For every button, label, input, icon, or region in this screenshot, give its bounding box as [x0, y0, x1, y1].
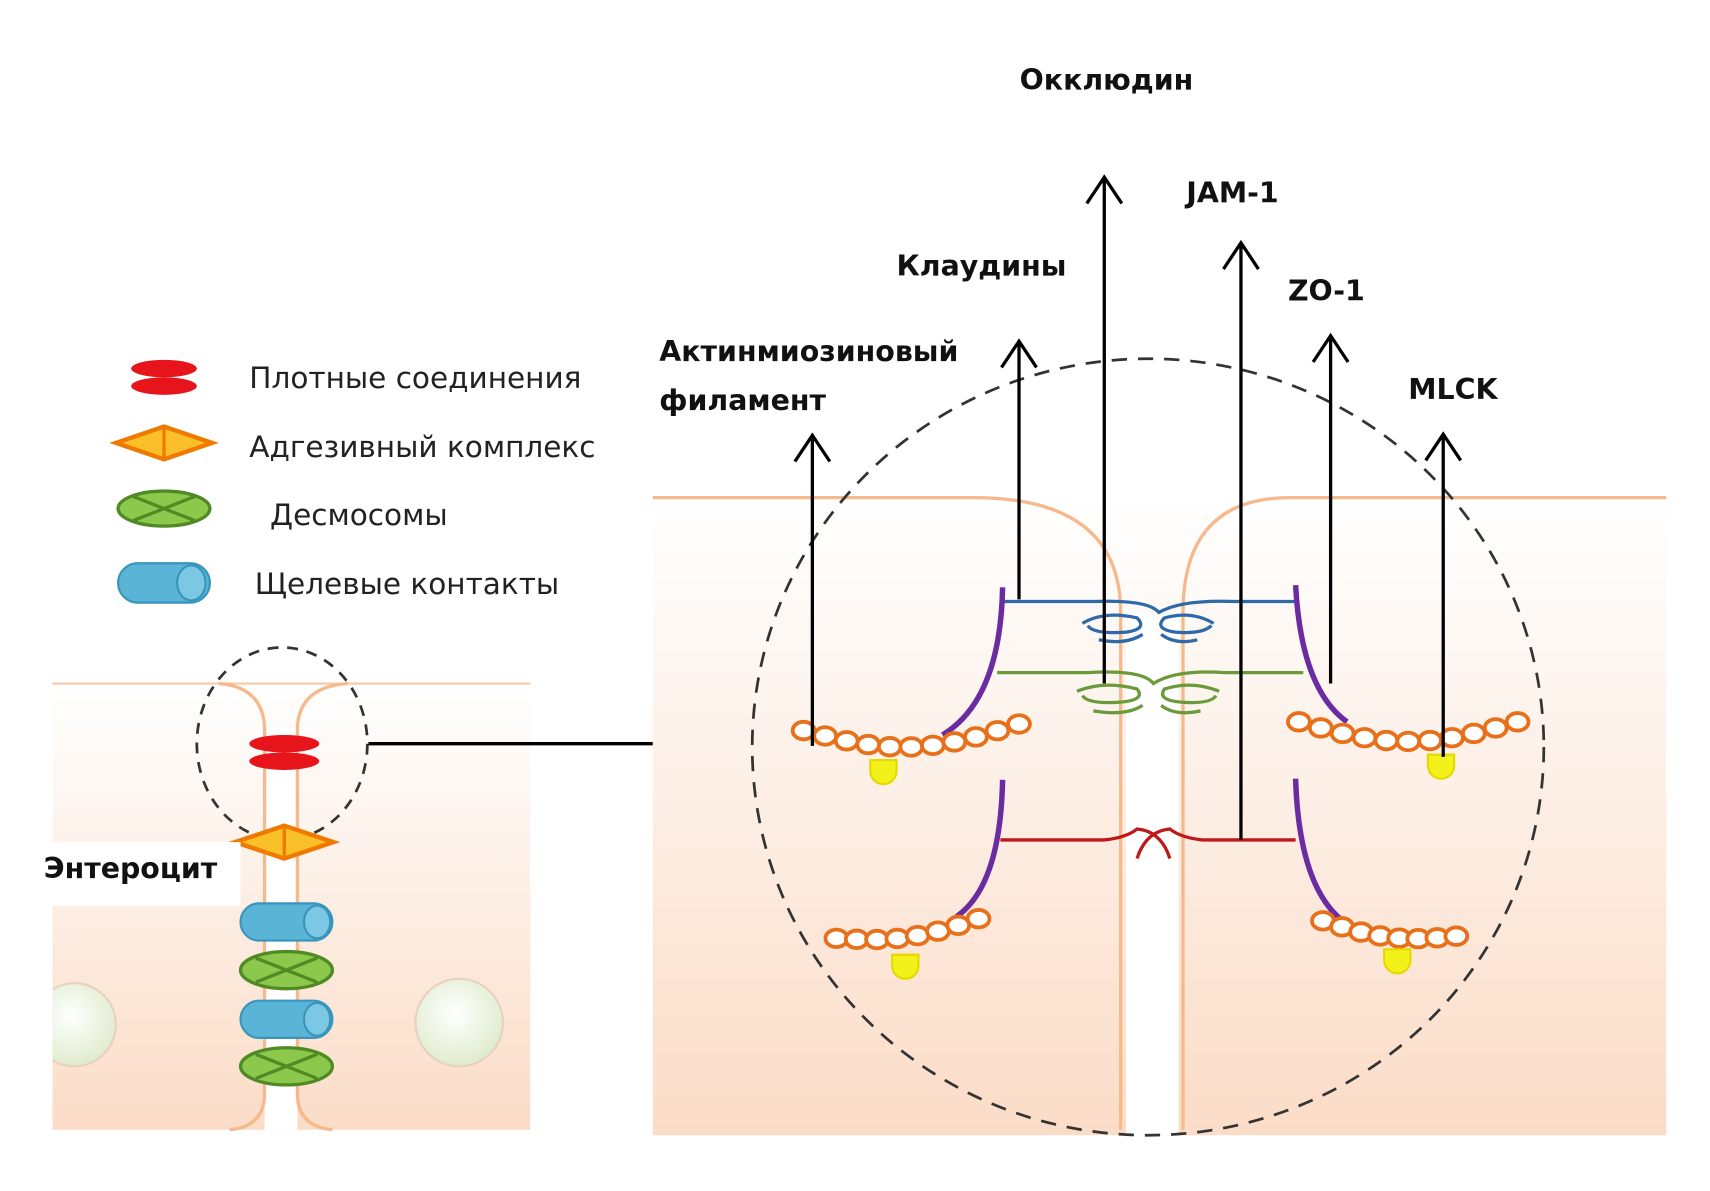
adhesive-complex-marker: [228, 823, 341, 861]
label-actomyosin-line1: Актинмиозиновый: [659, 335, 958, 368]
mlck-markers: [869, 753, 1456, 980]
desmosome-marker: [238, 949, 335, 991]
actin-filament: [790, 713, 1032, 758]
actin-bead: [1329, 722, 1356, 745]
actin-bead: [965, 908, 992, 930]
mlck-marker: [891, 953, 920, 980]
label-jam1: JAM-1: [1184, 176, 1278, 209]
actin-filament: [823, 908, 992, 951]
tight-junction-icon: [131, 359, 197, 395]
legend-label-gap-junctions: Щелевые контакты: [255, 567, 559, 601]
legend-label-tight-junctions: Плотные соединения: [249, 361, 581, 395]
actin-bead: [984, 720, 1011, 742]
legend-label-desmosomes: Десмосомы: [270, 498, 448, 532]
actin-bead: [833, 730, 860, 752]
actin-bead: [1006, 713, 1032, 735]
actin-bead: [1373, 729, 1400, 752]
actin-bead: [1351, 727, 1378, 749]
adhesive-complex-icon: [109, 424, 219, 462]
cell-membrane-right: [1181, 495, 1667, 1130]
legend: Плотные соединения Адгезивный комплекс Д…: [109, 359, 595, 604]
nucleus-right: [414, 977, 505, 1068]
actin-bead: [1395, 730, 1422, 753]
actin-bead: [963, 726, 989, 748]
label-occludin: Окклюдин: [1020, 64, 1194, 97]
gap-junction-marker: [239, 999, 334, 1039]
mlck-marker: [1383, 948, 1412, 975]
actin-filament: [1286, 711, 1531, 753]
arrow-occludin: [1085, 174, 1124, 684]
arrow-claudins: [1000, 338, 1038, 600]
actin-bead: [855, 733, 882, 756]
jam1-strand: [1000, 827, 1296, 860]
cell-membrane-left: [652, 495, 1123, 1130]
zo1-scaffold: [941, 584, 1349, 923]
tight-junction-marker: [249, 734, 320, 770]
actin-bead: [1443, 925, 1470, 947]
label-zo1: ZO-1: [1288, 275, 1365, 308]
mlck-marker: [1426, 753, 1456, 780]
gap-junction-icon: [116, 562, 212, 604]
label-claudins: Клаудины: [897, 250, 1067, 283]
desmosome-icon: [116, 489, 212, 528]
mlck-marker: [869, 759, 898, 786]
actin-bead: [941, 731, 968, 753]
actin-bead: [1482, 717, 1509, 739]
actin-bead: [919, 734, 946, 757]
actomyosin-filaments: [790, 711, 1531, 951]
zoom-circle-large: [750, 357, 1546, 1137]
arrow-actomyosin: [793, 432, 832, 746]
label-mlck: MLCK: [1408, 373, 1498, 406]
actin-bead: [1504, 711, 1531, 733]
arrow-zo1: [1311, 332, 1350, 684]
actin-bead: [1286, 711, 1312, 733]
enterocyte-panel: Энтероцит: [21, 646, 531, 1132]
actin-bead: [884, 927, 911, 950]
occludin-strand: [997, 670, 1304, 715]
desmosome-marker: [238, 1046, 335, 1087]
actin-bead: [1417, 729, 1443, 752]
enterocyte-label: Энтероцит: [44, 852, 218, 885]
legend-label-adhesive-complex: Адгезивный комплекс: [249, 430, 595, 464]
arrow-jam1: [1222, 239, 1260, 840]
actin-bead: [876, 736, 903, 758]
actin-bead: [812, 725, 838, 747]
actin-bead: [898, 736, 925, 758]
pointer-arrows: [793, 174, 1463, 840]
arrow-mlck: [1424, 431, 1463, 757]
actin-bead: [1460, 722, 1487, 745]
tight-junction-detail-panel: [652, 357, 1667, 1137]
actin-bead: [1307, 717, 1334, 739]
label-actomyosin-line2: филамент: [659, 384, 826, 417]
actin-filament: [1310, 910, 1470, 950]
gap-junction-marker: [239, 902, 334, 942]
